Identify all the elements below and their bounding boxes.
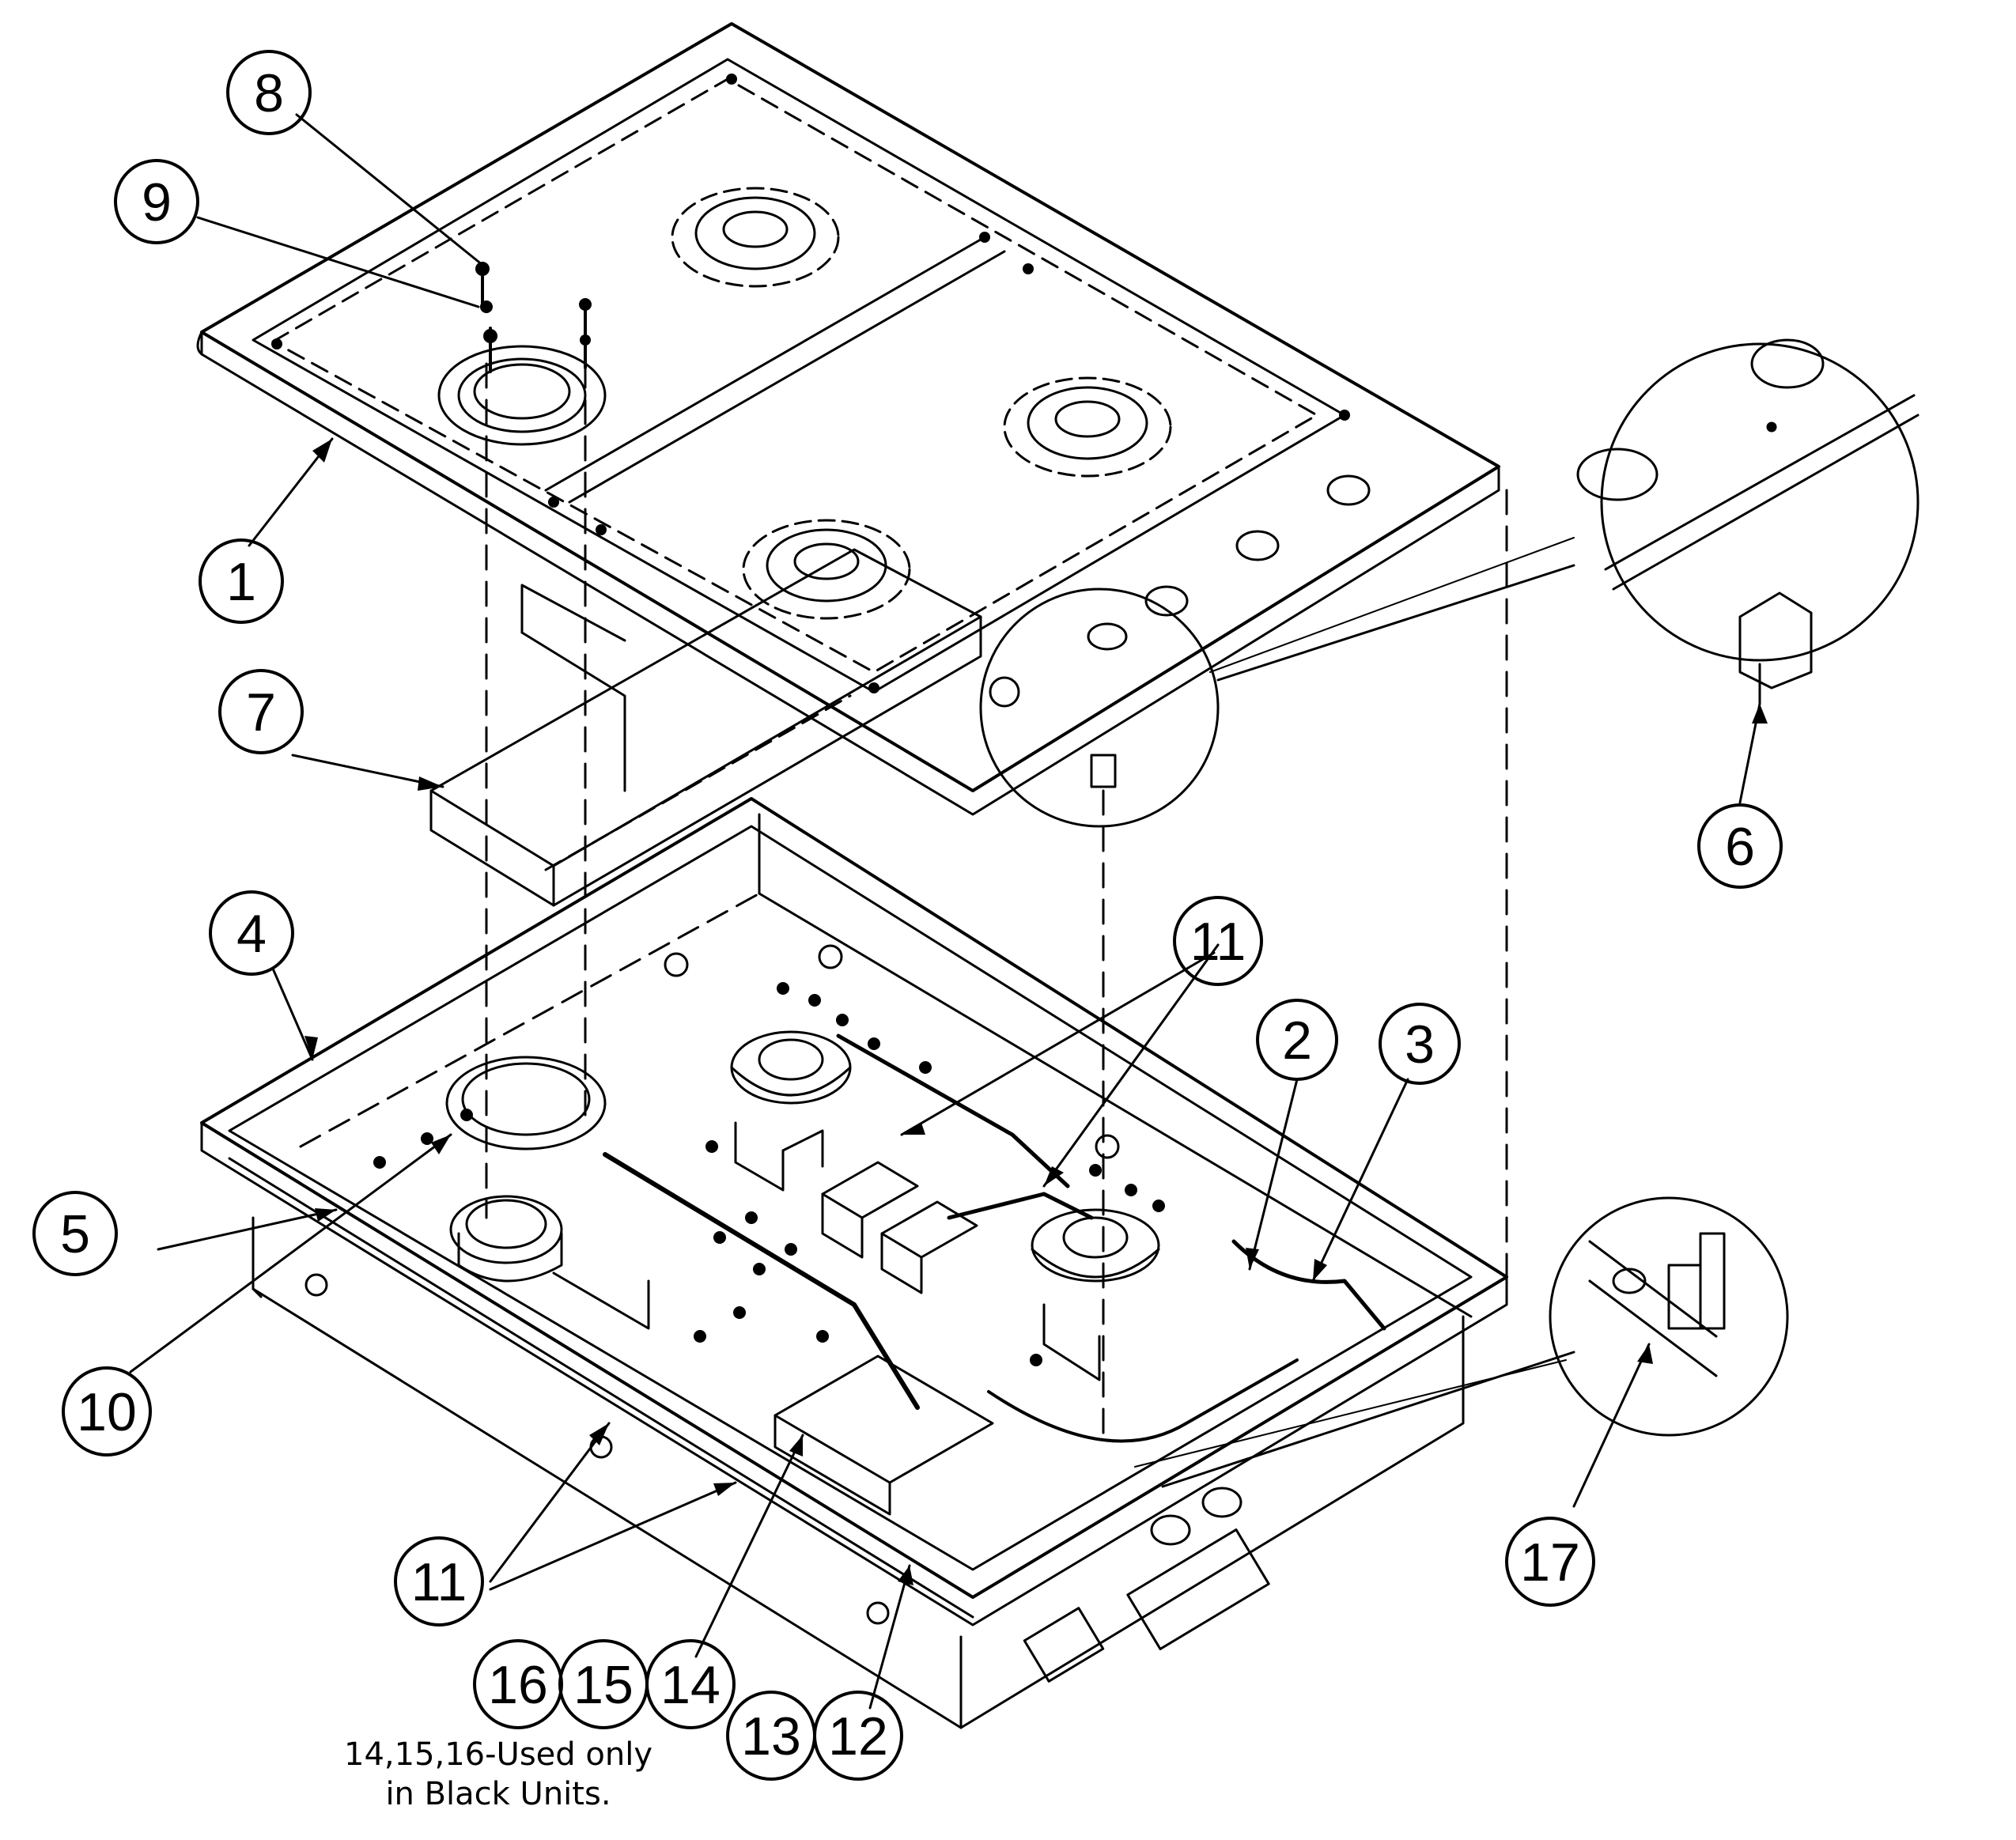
callout-6: 6 [1697, 803, 1783, 889]
callout-3: 3 [1379, 1003, 1461, 1085]
callout-9: 9 [114, 159, 199, 244]
callout-17: 17 [1505, 1517, 1595, 1607]
callout-2: 2 [1256, 999, 1338, 1081]
callout-10: 10 [62, 1366, 152, 1457]
callout-13: 13 [726, 1691, 816, 1781]
callout-8: 8 [226, 50, 312, 135]
callout-12-label: 12 [828, 1706, 888, 1766]
callout-15: 15 [558, 1639, 649, 1729]
callout-13-label: 13 [741, 1706, 801, 1766]
callout-15-label: 15 [573, 1655, 634, 1715]
detail-circle-large [1576, 338, 1920, 705]
insulation-block [429, 548, 982, 907]
callout-11b-label: 11 [411, 1552, 467, 1612]
usage-note: 14,15,16-Used only in Black Units. [344, 1736, 652, 1812]
usage-note-line1: 14,15,16-Used only [344, 1736, 652, 1773]
callout-4: 4 [209, 890, 294, 976]
detail-circle-right [1134, 1196, 1789, 1488]
callout-8-label: 8 [254, 63, 284, 123]
callout-11a-label: 11 [1190, 912, 1246, 972]
callout-10-label: 10 [77, 1382, 137, 1442]
callout-4-label: 4 [236, 904, 267, 964]
callout-7: 7 [218, 669, 304, 754]
callout-14-label: 14 [660, 1655, 721, 1715]
callout-17-label: 17 [1520, 1532, 1580, 1593]
callout-16-label: 16 [488, 1655, 548, 1715]
leader-arrowheads [304, 439, 1768, 1585]
callout-9-label: 9 [142, 172, 172, 232]
callout-7-label: 7 [246, 682, 276, 742]
callout-3-label: 3 [1405, 1014, 1435, 1075]
callout-12: 12 [813, 1691, 903, 1781]
callout-bubbles: 1 2 3 4 5 6 7 8 9 10 11 11 12 13 14 [32, 50, 1783, 1781]
usage-note-line2: in Black Units. [385, 1776, 611, 1812]
callout-5-label: 5 [60, 1204, 90, 1264]
callout-6-label: 6 [1725, 817, 1755, 877]
detail-circle-small [979, 537, 1575, 828]
callout-5: 5 [32, 1191, 118, 1276]
burner-assemblies [445, 1030, 1386, 1516]
leader-lines [129, 113, 1761, 1710]
callout-11a: 11 [1173, 896, 1263, 986]
callout-16: 16 [473, 1639, 563, 1729]
callout-2-label: 2 [1282, 1011, 1312, 1071]
cooktop-top [196, 22, 1500, 816]
callout-11b: 11 [394, 1536, 484, 1627]
alignment-lines [485, 362, 1508, 1441]
callout-1: 1 [199, 538, 284, 624]
callout-14: 14 [645, 1639, 736, 1729]
callout-1-label: 1 [226, 552, 256, 612]
